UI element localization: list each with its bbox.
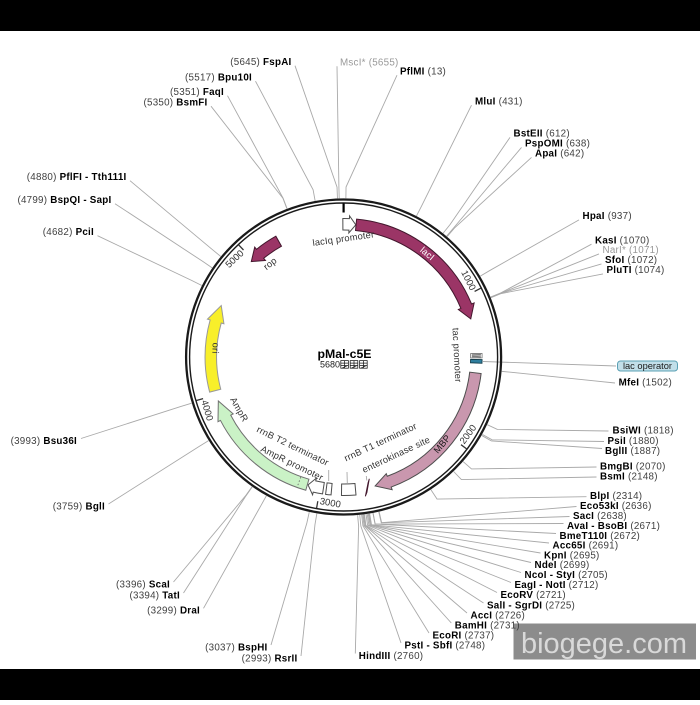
svg-text:(5645) FspAI: (5645) FspAI xyxy=(230,57,291,68)
svg-text:(3037) BspHI: (3037) BspHI xyxy=(205,642,267,653)
svg-text:PluTI (1074): PluTI (1074) xyxy=(607,265,665,276)
svg-text:PflMI (13): PflMI (13) xyxy=(400,66,446,77)
svg-text:BsiWI (1818): BsiWI (1818) xyxy=(613,425,674,436)
svg-text:EcoRV (2721): EcoRV (2721) xyxy=(501,590,566,601)
svg-text:(3759) BglI: (3759) BglI xyxy=(53,501,105,512)
svg-text:MscI* (5655): MscI* (5655) xyxy=(340,57,399,68)
svg-text:(3993) Bsu36I: (3993) Bsu36I xyxy=(11,436,77,447)
svg-text:HpaI (937): HpaI (937) xyxy=(583,211,632,222)
svg-text:lac operator: lac operator xyxy=(623,361,672,371)
svg-text:(3396) ScaI: (3396) ScaI xyxy=(116,579,170,590)
svg-text:BglII (1887): BglII (1887) xyxy=(605,446,660,457)
svg-text:MluI (431): MluI (431) xyxy=(475,96,523,107)
svg-text:BsmI (2148): BsmI (2148) xyxy=(600,471,658,482)
svg-text:(5517) Bpu10I: (5517) Bpu10I xyxy=(185,72,252,83)
svg-text:biogege.com: biogege.com xyxy=(521,628,687,660)
svg-text:(4799) BspQI - SapI: (4799) BspQI - SapI xyxy=(17,195,111,206)
svg-text:(2993) RsrII: (2993) RsrII xyxy=(242,653,298,664)
svg-text:(3394) TatI: (3394) TatI xyxy=(130,590,181,601)
svg-text:PstI - SbfI (2748): PstI - SbfI (2748) xyxy=(405,640,486,651)
svg-text:(5351) FaqI: (5351) FaqI xyxy=(170,87,224,98)
svg-text:5680: 5680 xyxy=(320,359,340,369)
svg-text:ori: ori xyxy=(210,342,220,353)
svg-text:MfeI (1502): MfeI (1502) xyxy=(619,378,672,389)
svg-text:(3299) DraI: (3299) DraI xyxy=(147,606,200,617)
svg-text:ApaI (642): ApaI (642) xyxy=(535,149,584,160)
svg-text:HindIII (2760): HindIII (2760) xyxy=(359,651,423,662)
svg-text:(4880) PflFI - Tth111I: (4880) PflFI - Tth111I xyxy=(27,172,127,183)
svg-text:(4682) PciI: (4682) PciI xyxy=(43,227,94,238)
svg-text:(5350) BsmFI: (5350) BsmFI xyxy=(144,97,208,108)
